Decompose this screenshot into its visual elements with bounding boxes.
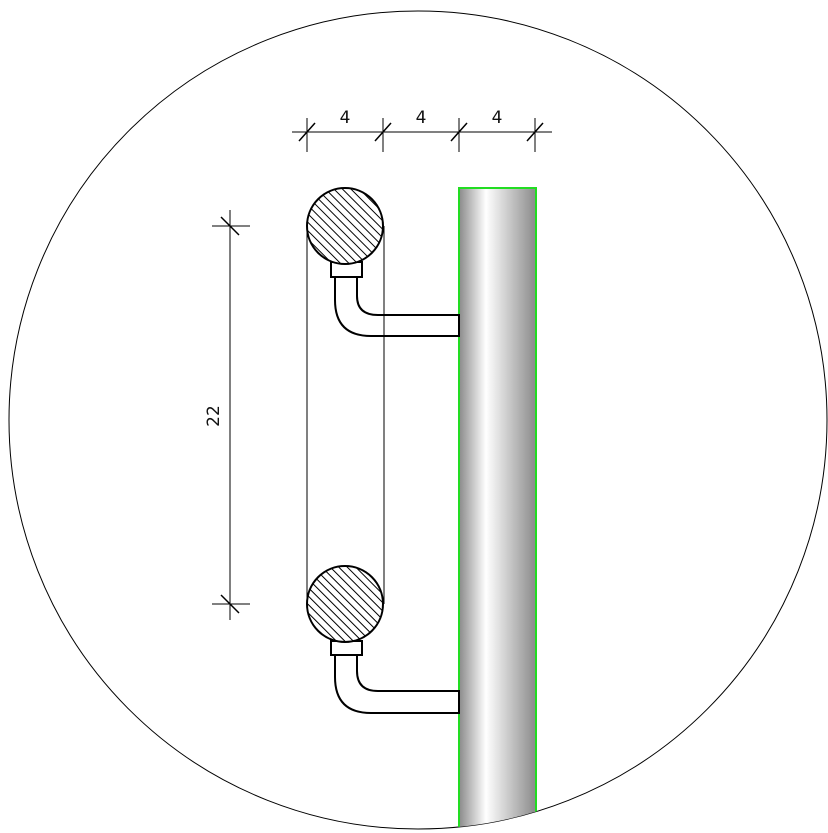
- detail-circle: [8, 10, 828, 830]
- horizontal-dimension: 4 4 4: [292, 108, 552, 152]
- dim-label-3: 4: [492, 108, 503, 128]
- post: [458, 187, 537, 829]
- dim-label-1: 4: [340, 108, 351, 128]
- vertical-dimension: 22: [204, 210, 250, 620]
- dim-label-vertical: 22: [204, 405, 224, 427]
- rail-bottom: [306, 565, 384, 643]
- dim-label-2: 4: [416, 108, 427, 128]
- bracket-bottom: [334, 654, 460, 714]
- bracket-bottom-cap: [330, 640, 363, 656]
- rail-top: [306, 187, 384, 265]
- bracket-top: [334, 276, 460, 337]
